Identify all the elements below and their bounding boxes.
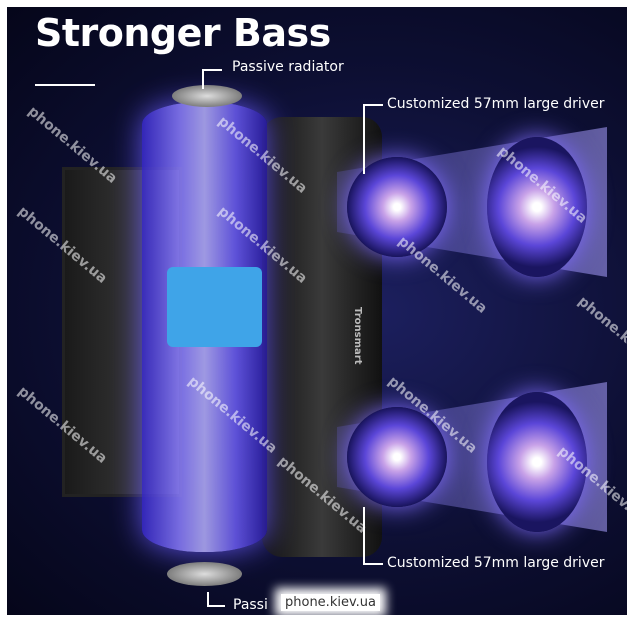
driver-top-rear <box>487 137 587 277</box>
leader-line <box>207 592 225 607</box>
label-driver-bottom: Customized 57mm large driver <box>387 555 605 571</box>
title-underline <box>35 84 95 86</box>
product-image: Tronsmart phone.kiev.ua phone.kiev.ua ph… <box>7 7 627 615</box>
page-title: Stronger Bass <box>35 11 331 55</box>
leader-line <box>202 69 222 89</box>
driver-bottom <box>347 407 447 507</box>
brand-logo: Tronsmart <box>352 307 363 365</box>
leader-line <box>363 507 383 565</box>
label-driver-top: Customized 57mm large driver <box>387 96 605 112</box>
passive-radiator-top <box>172 85 242 107</box>
label-passive-radiator-top: Passive radiator <box>232 59 344 75</box>
watermark: phone.kiev.ua <box>574 293 627 377</box>
leader-line <box>363 104 383 174</box>
passive-radiator-bottom <box>167 562 242 586</box>
battery <box>167 267 262 347</box>
label-passive-radiator-bottom: Passi <box>233 597 268 613</box>
watermark-box: phone.kiev.ua <box>281 594 380 611</box>
driver-bottom-rear <box>487 392 587 532</box>
